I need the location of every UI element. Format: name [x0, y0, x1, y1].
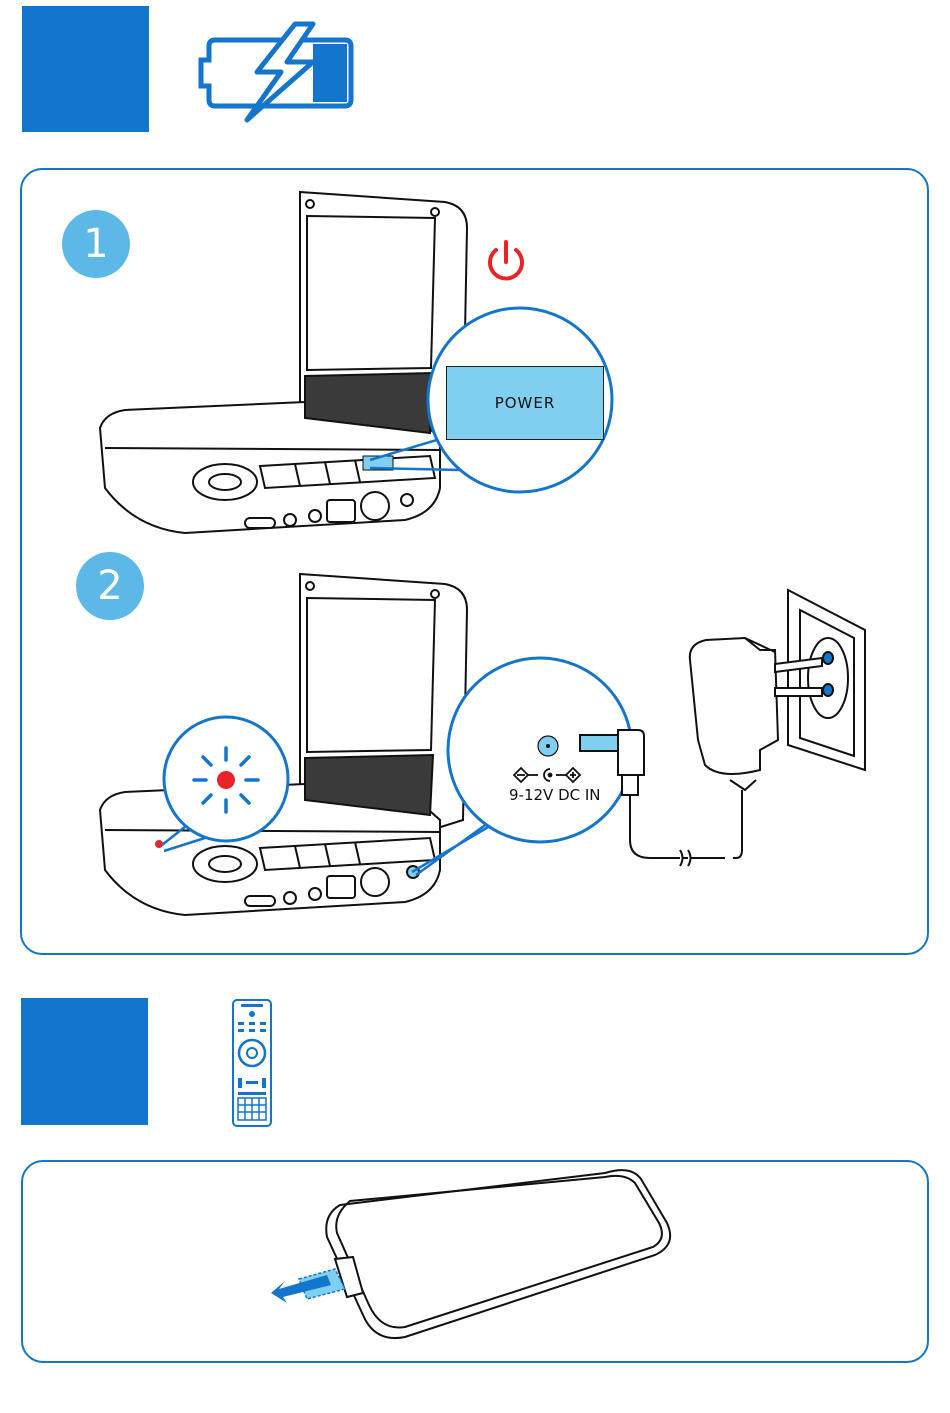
remote-control-icon: [231, 998, 273, 1128]
power-button-label: POWER: [446, 366, 604, 440]
led-blink-icon: [190, 744, 262, 816]
power-icon: [484, 238, 528, 284]
battery-charging-icon: [195, 22, 355, 122]
remote-pull-tab-illustration: [265, 1165, 685, 1355]
section-marker-power: [22, 6, 149, 132]
section-marker-remote: [21, 998, 148, 1125]
power-adapter-illustration: [570, 580, 880, 880]
